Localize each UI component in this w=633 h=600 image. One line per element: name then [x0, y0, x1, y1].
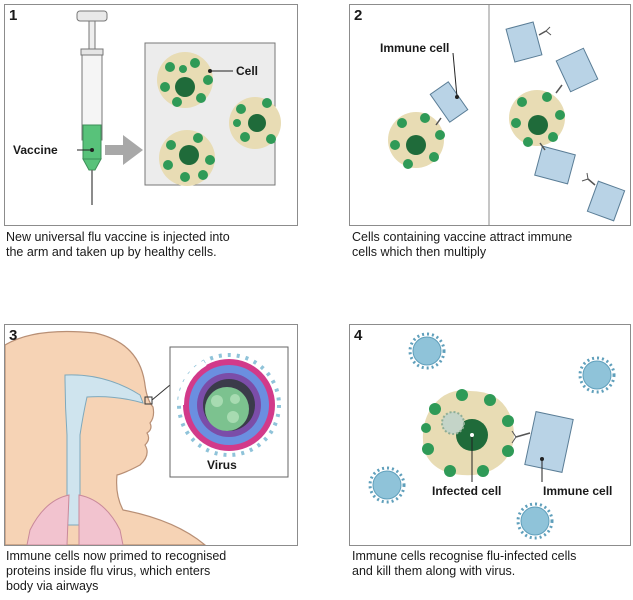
virus-particle-icon: [408, 332, 446, 370]
caption-line: Immune cells recognise flu-infected cell…: [352, 549, 577, 563]
cell-illustration: [388, 112, 445, 169]
panel-number: 1: [9, 7, 18, 24]
panel-1-illustration: [76, 10, 281, 205]
cell-illustration-1: [157, 52, 213, 108]
caption-line: Immune cells now primed to recognised: [6, 549, 227, 563]
panel-1-caption: New universal flu vaccine is injected in…: [6, 230, 306, 260]
infected-cell-illustration: [421, 389, 514, 477]
panel-3-illustration: [5, 330, 289, 545]
panel-1: 1 Vaccine Cell: [4, 4, 298, 226]
arrow-right-icon: [105, 135, 143, 165]
caption-line: New universal flu vaccine is injected in…: [6, 230, 230, 244]
panel-3: 3 Virus: [4, 324, 298, 546]
panel-4-illustration: [368, 332, 616, 540]
panel-number: 3: [9, 327, 18, 344]
immune-cell-illustration: [534, 142, 576, 185]
immune-cell-illustration: [505, 21, 552, 63]
caption-line: cells which then multiply: [352, 245, 487, 259]
panel-2: 2 Immune cell: [349, 4, 631, 226]
immune-cell-illustration: [555, 47, 599, 94]
caption-line: body via airways: [6, 579, 99, 593]
immune-cell-label: Immune cell: [543, 484, 613, 498]
panel-4-caption: Immune cells recognise flu-infected cell…: [352, 549, 633, 579]
virus-particle-icon: [578, 356, 616, 394]
immune-cell-illustration: [581, 172, 626, 222]
virus-cross-section-illustration: [177, 353, 281, 457]
caption-line: the arm and taken up by healthy cells.: [6, 245, 217, 259]
panel-2-illustration: [388, 5, 626, 225]
caption-line: Cells containing vaccine attract immune: [352, 230, 573, 244]
panel-3-caption: Immune cells now primed to recognised pr…: [6, 549, 306, 594]
cell-label: Cell: [236, 64, 259, 78]
syringe-icon: [76, 10, 108, 205]
cell-illustration-center: [509, 90, 565, 147]
panel-number: 2: [354, 7, 363, 24]
caption-line: proteins inside flu virus, which enters: [6, 564, 211, 578]
virus-particle-icon: [516, 502, 554, 540]
immune-cell-illustration: [429, 81, 469, 126]
infected-cell-label: Infected cell: [432, 484, 502, 498]
panel-4: 4 Infected cell Immune cell: [349, 324, 631, 546]
panel-number: 4: [354, 327, 363, 344]
caption-line: and kill them along with virus.: [352, 564, 516, 578]
immune-cell-illustration: [511, 411, 574, 482]
cell-illustration-3: [159, 130, 215, 186]
virus-label: Virus: [207, 458, 237, 472]
panel-2-caption: Cells containing vaccine attract immune …: [352, 230, 633, 260]
vaccine-label: Vaccine: [13, 143, 58, 157]
virus-particle-icon: [368, 466, 406, 504]
cell-illustration-2: [229, 97, 281, 149]
immune-cell-label: Immune cell: [380, 41, 450, 55]
